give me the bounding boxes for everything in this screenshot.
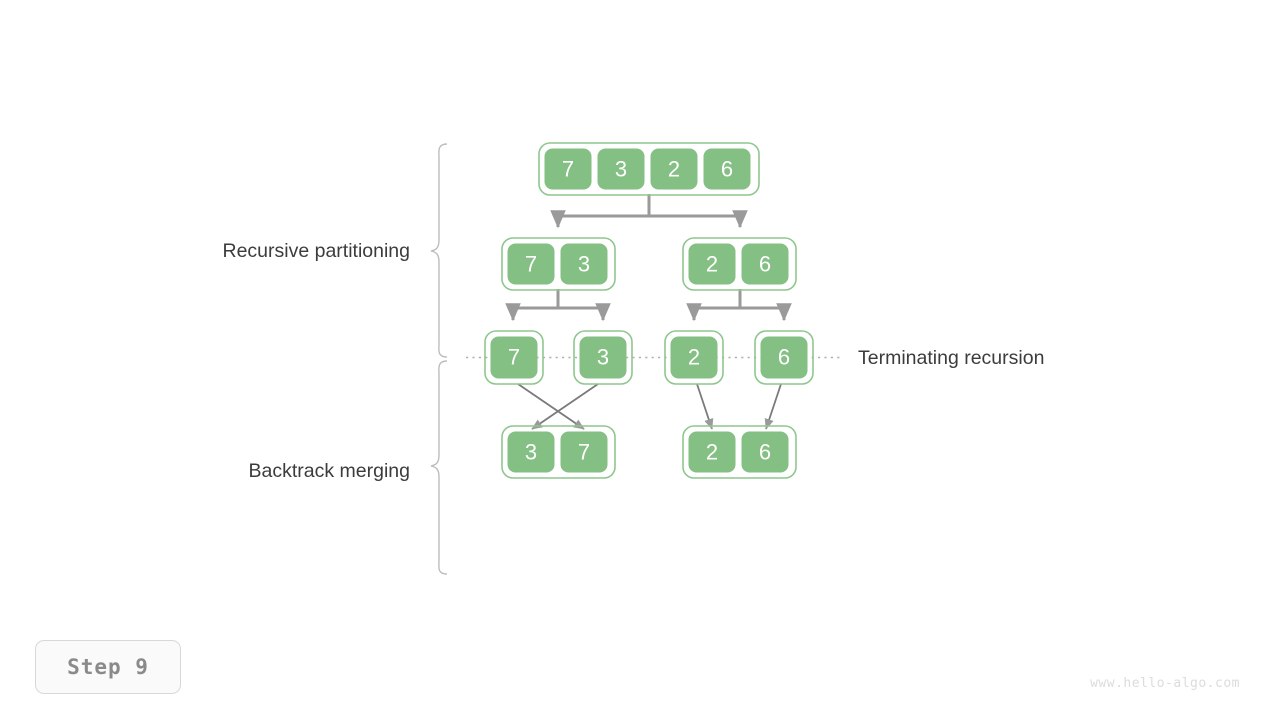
array-group-merged-left: 3 7 (501, 425, 616, 479)
array-group-right-pair: 2 6 (682, 237, 797, 291)
cell-value: 3 (578, 251, 590, 276)
step-badge-label: Step 9 (67, 655, 149, 679)
array-cell (688, 243, 736, 285)
merge-arrows-left (517, 383, 599, 430)
array-outline (754, 330, 814, 385)
cell-value: 6 (721, 156, 733, 181)
array-cell (670, 336, 718, 379)
array-group-merged-right: 2 6 (682, 425, 797, 479)
array-group-root: 7 3 2 6 (538, 142, 760, 196)
brace-recursive-partitioning (430, 143, 448, 358)
watermark: www.hello-algo.com (1090, 676, 1240, 691)
merge-arrows-right (696, 383, 782, 430)
array-outline (682, 425, 797, 479)
label-backtrack-merging: Backtrack merging (249, 460, 410, 482)
cell-value: 3 (525, 439, 537, 464)
brace-backtrack-merging (430, 360, 448, 575)
array-group-single-6: 6 (754, 330, 814, 385)
array-cell (490, 336, 538, 379)
cell-value: 7 (525, 251, 537, 276)
array-group-left-pair: 7 3 (501, 237, 616, 291)
connector-level0-to-level1 (550, 194, 748, 229)
cell-value: 6 (759, 251, 771, 276)
cell-value: 2 (688, 344, 700, 369)
cell-value: 2 (706, 439, 718, 464)
array-cell (597, 148, 645, 190)
array-outline (573, 330, 633, 385)
cell-value: 3 (597, 344, 609, 369)
array-outline (501, 425, 616, 479)
array-cell (760, 336, 808, 379)
array-cell (507, 431, 555, 473)
cell-value: 2 (706, 251, 718, 276)
array-cell (703, 148, 751, 190)
cell-value: 7 (508, 344, 520, 369)
cell-value: 6 (778, 344, 790, 369)
label-terminating-recursion: Terminating recursion (858, 347, 1044, 369)
array-group-single-7: 7 (484, 330, 544, 385)
array-cell (544, 148, 592, 190)
array-cell (507, 243, 555, 285)
cell-value: 3 (615, 156, 627, 181)
cell-value: 6 (759, 439, 771, 464)
cell-value: 2 (668, 156, 680, 181)
array-outline (682, 237, 797, 291)
step-badge: Step 9 (35, 640, 181, 694)
connector-level1-right-to-level2 (686, 289, 792, 322)
array-outline (501, 237, 616, 291)
array-outline (538, 142, 760, 196)
array-cell (560, 243, 608, 285)
array-cell (560, 431, 608, 473)
array-cell (741, 431, 789, 473)
array-outline (484, 330, 544, 385)
array-cell (579, 336, 627, 379)
array-group-single-2: 2 (664, 330, 724, 385)
array-outline (664, 330, 724, 385)
array-cell (650, 148, 698, 190)
array-group-single-3: 3 (573, 330, 633, 385)
cell-value: 7 (562, 156, 574, 181)
cell-value: 7 (578, 439, 590, 464)
array-cell (688, 431, 736, 473)
connector-level1-left-to-level2 (505, 289, 611, 322)
array-cell (741, 243, 789, 285)
label-recursive-partitioning: Recursive partitioning (222, 240, 410, 262)
